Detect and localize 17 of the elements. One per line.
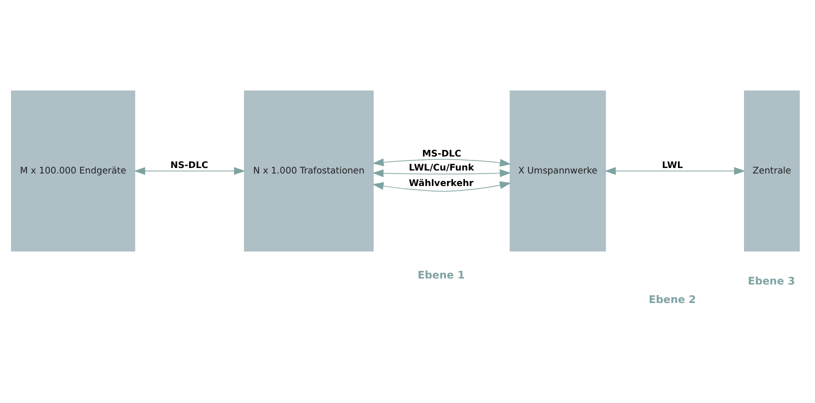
edge-label: MS-DLC (422, 150, 462, 160)
edge-label: LWL/Cu/Funk (408, 164, 474, 174)
label: Ebene 3 (748, 275, 795, 288)
label: Ebene 2 (648, 294, 696, 306)
edge-label: NS-DLC (170, 160, 208, 171)
arrow (134, 167, 246, 175)
label: Ebene 1 (418, 270, 465, 282)
arrow (372, 169, 511, 178)
arrow (604, 167, 746, 175)
node-box: N x 1.000 Trafostationen (244, 90, 374, 252)
arrow (372, 181, 511, 192)
edge-label: LWL (662, 160, 683, 171)
node-box: X Umspannwerke (510, 90, 606, 252)
edge-label: Wählverkehr (408, 178, 474, 189)
node-box: Zentrale (744, 90, 800, 252)
node-box: M x 100.000 Endgeräte (11, 90, 136, 252)
arrow (372, 158, 512, 167)
